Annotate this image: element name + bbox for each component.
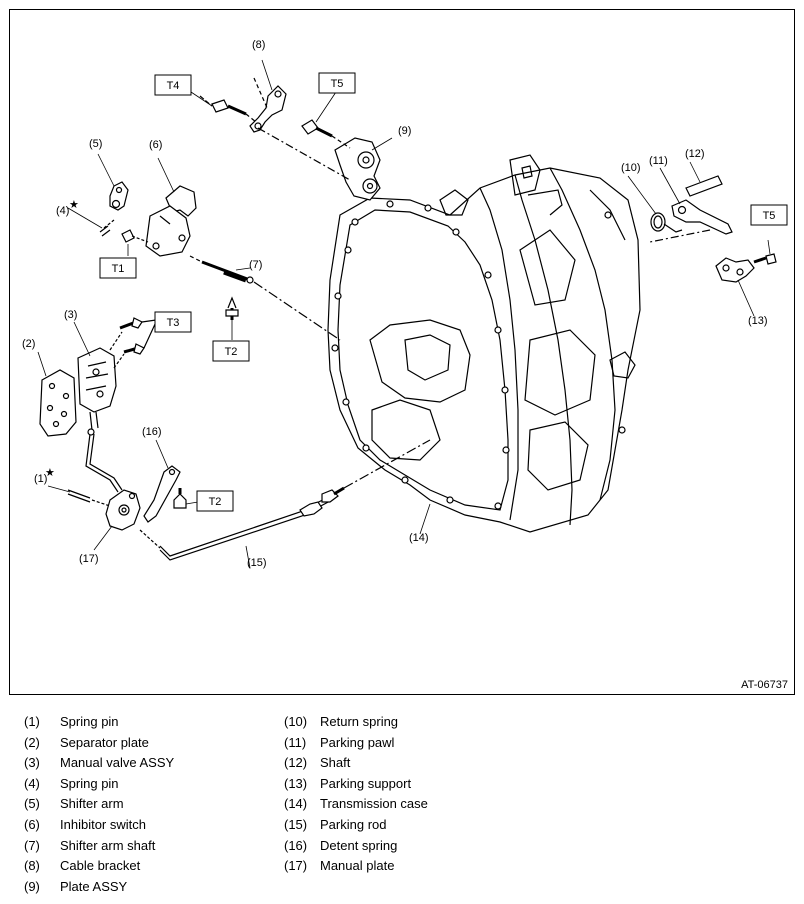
legend-item-number: (13) xyxy=(284,775,308,791)
diagram-drawing: T4 T5 T1 T3 T2 T2 T5 ★ ★ (8) (9) (5) (6)… xyxy=(22,39,788,569)
callout-3: (3) xyxy=(64,309,77,321)
svg-text:T2: T2 xyxy=(225,346,238,358)
torque-box-t2-upper: T2 xyxy=(212,340,250,362)
legend-item-name: Cable bracket xyxy=(60,858,141,874)
legend-item-name: Shifter arm xyxy=(60,796,124,812)
callout-7: (7) xyxy=(249,259,262,271)
callout-4: (4) xyxy=(56,205,69,217)
callout-1: (1) xyxy=(34,473,47,485)
callout-16: (16) xyxy=(142,426,162,438)
legend-item-name: Detent spring xyxy=(320,837,398,853)
legend-item-name: Separator plate xyxy=(60,734,149,750)
svg-text:T5: T5 xyxy=(331,78,344,90)
shaft xyxy=(685,175,723,197)
legend-item-name: Spring pin xyxy=(60,714,119,729)
legend-item-number: (1) xyxy=(24,714,40,729)
legend-item-number: (2) xyxy=(24,734,40,750)
callout-10: (10) xyxy=(621,162,641,174)
inhibitor-switch xyxy=(145,185,197,257)
legend-item-name: Return spring xyxy=(320,714,399,729)
torque-box-t5-right: T5 xyxy=(750,204,788,226)
callout-13: (13) xyxy=(748,315,768,327)
figure-code: AT-06737 xyxy=(741,679,788,691)
legend-item-number: (7) xyxy=(24,837,40,853)
torque-box-t3: T3 xyxy=(154,311,192,333)
callout-14: (14) xyxy=(409,532,429,544)
legend-item-name: Parking support xyxy=(320,775,412,791)
legend-item-name: Shaft xyxy=(320,755,351,771)
t3-bolts xyxy=(119,317,145,355)
parking-rod xyxy=(159,486,345,561)
torque-box-t1: T1 xyxy=(99,257,137,279)
legend-item-number: (12) xyxy=(284,755,308,771)
shifter-arm xyxy=(109,181,129,211)
t5-bolt-right xyxy=(753,253,777,265)
legend-item-name: Manual valve ASSY xyxy=(60,755,175,771)
torque-box-t5-top: T5 xyxy=(318,72,356,94)
transmission-case xyxy=(327,154,641,533)
manual-plate xyxy=(105,489,141,531)
legend-item-name: Plate ASSY xyxy=(60,878,128,894)
legend-item-number: (14) xyxy=(284,796,308,812)
spring-pin-4 xyxy=(99,225,111,237)
callout-11: (11) xyxy=(649,155,668,167)
torque-box-t2-lower: T2 xyxy=(196,490,234,512)
parking-pawl xyxy=(671,199,733,235)
svg-text:T3: T3 xyxy=(167,317,180,329)
legend-item-name: Inhibitor switch xyxy=(60,817,146,832)
legend-item-number: (10) xyxy=(284,714,308,729)
callout-12: (12) xyxy=(685,148,705,160)
legend-item-number: (15) xyxy=(284,817,308,832)
star-icon: ★ xyxy=(45,467,55,479)
t4-bolt xyxy=(211,99,247,116)
callout-6: (6) xyxy=(149,139,162,151)
plate-assy xyxy=(334,137,381,201)
separator-plate xyxy=(39,369,77,437)
legend-item-number: (9) xyxy=(24,878,40,894)
detent-spring xyxy=(143,465,181,523)
parking-support xyxy=(715,257,755,283)
legend-item-name: Shifter arm shaft xyxy=(60,837,156,853)
legend-item-name: Parking pawl xyxy=(320,734,395,750)
return-spring xyxy=(650,212,683,233)
star-icon: ★ xyxy=(69,199,79,211)
cable-bracket xyxy=(249,85,287,133)
shifter-arm-shaft xyxy=(201,260,254,284)
callout-15: (15) xyxy=(247,557,267,569)
callout-9: (9) xyxy=(398,125,411,137)
legend-item-name: Manual plate xyxy=(320,858,395,874)
legend-item-number: (17) xyxy=(284,858,308,874)
spring-pin-1 xyxy=(67,489,91,503)
t5-bolt-upper xyxy=(301,119,333,138)
legend-item-number: (8) xyxy=(24,858,40,874)
legend-item-number: (16) xyxy=(284,837,308,853)
exploded-diagram: T4 T5 T1 T3 T2 T2 T5 ★ ★ (8) (9) (5) (6)… xyxy=(9,9,795,695)
svg-text:T1: T1 xyxy=(112,263,125,275)
legend-item-number: (6) xyxy=(24,817,40,832)
legend-item-name: Parking rod xyxy=(320,817,387,832)
callout-5: (5) xyxy=(89,138,102,150)
svg-text:T2: T2 xyxy=(209,496,222,508)
t2-bolt-upper xyxy=(225,296,239,320)
legend-item-name: Spring pin xyxy=(60,775,119,791)
svg-text:T5: T5 xyxy=(763,210,776,222)
manual-valve-assy xyxy=(77,347,117,431)
legend-item-number: (3) xyxy=(24,755,40,771)
torque-box-t4: T4 xyxy=(154,74,192,96)
legend-item-number: (5) xyxy=(24,796,40,812)
svg-text:T4: T4 xyxy=(167,80,180,92)
callout-17: (17) xyxy=(79,553,99,565)
legend-item-number: (4) xyxy=(24,775,40,791)
callout-8: (8) xyxy=(252,39,265,51)
legend-item-name: Transmission case xyxy=(320,796,428,812)
legend-item-number: (11) xyxy=(284,734,307,750)
t2-bolt-lower xyxy=(173,488,187,509)
callout-2: (2) xyxy=(22,338,35,350)
